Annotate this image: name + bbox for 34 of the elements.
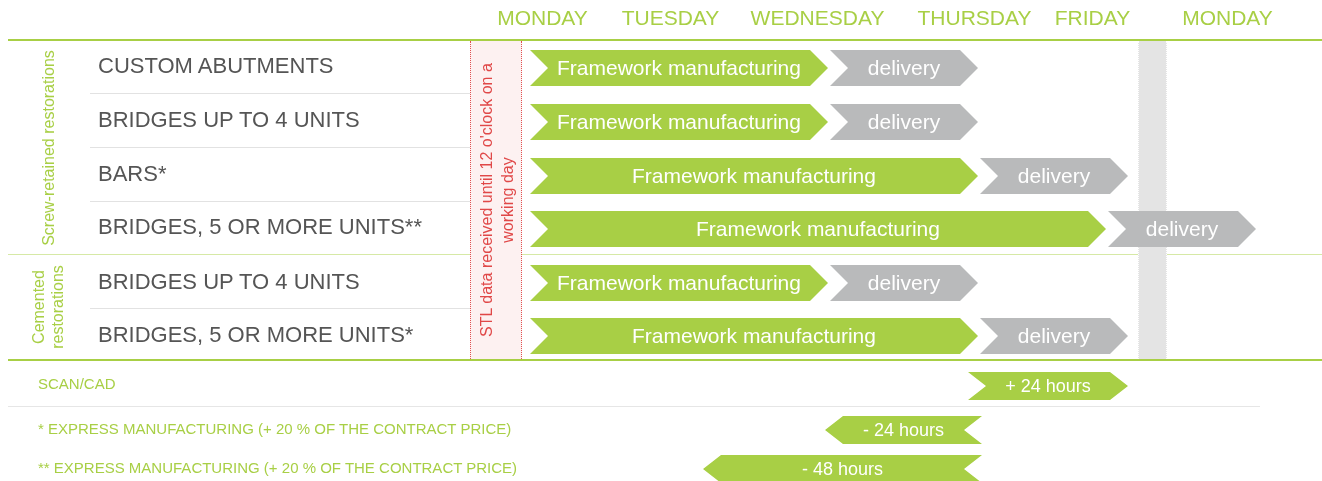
day-label: TUESDAY <box>620 6 721 31</box>
delivery-phase-bar: delivery <box>1108 211 1256 247</box>
manufacturing-phase-bar: Framework manufacturing <box>530 158 978 194</box>
row-label: BARS* <box>98 161 168 188</box>
note-text: ** EXPRESS MANUFACTURING (+ 20 % OF THE CONTRACT PRICE) <box>38 459 519 478</box>
delivery-phase-bar: delivery <box>830 50 978 86</box>
note-text: * EXPRESS MANUFACTURING (+ 20 % OF THE CONTRACT PRICE) <box>38 420 513 439</box>
manufacturing-phase-bar: Framework manufacturing <box>530 211 1106 247</box>
group-label: Cemented restorations <box>29 264 67 351</box>
day-label: MONDAY <box>1181 6 1274 31</box>
time-adjustment-bar: - 48 hours <box>703 455 982 481</box>
row-label: BRIDGES UP TO 4 UNITS <box>98 107 361 134</box>
day-label: WEDNESDAY <box>749 6 886 31</box>
row-label: BRIDGES UP TO 4 UNITS <box>98 269 361 296</box>
day-label: FRIDAY <box>1053 6 1132 31</box>
intake-band <box>470 41 522 359</box>
row-label: CUSTOM ABUTMENTS <box>98 53 335 80</box>
manufacturing-phase-bar: Framework manufacturing <box>530 50 828 86</box>
delivery-phase-bar: delivery <box>980 318 1128 354</box>
band-text: STL data received until 12 o'clock on a working day <box>477 62 517 339</box>
manufacturing-phase-bar: Framework manufacturing <box>530 318 978 354</box>
group-label: Screw-retained restorations <box>38 49 58 248</box>
delivery-phase-bar: delivery <box>830 104 978 140</box>
manufacturing-phase-bar: Framework manufacturing <box>530 265 828 301</box>
day-label: THURSDAY <box>916 6 1033 31</box>
manufacturing-phase-bar: Framework manufacturing <box>530 104 828 140</box>
day-label: MONDAY <box>496 6 589 31</box>
delivery-phase-bar: delivery <box>830 265 978 301</box>
time-adjustment-bar: - 24 hours <box>825 416 982 444</box>
time-adjustment-bar: + 24 hours <box>968 372 1128 400</box>
row-label: BRIDGES, 5 OR MORE UNITS** <box>98 214 423 241</box>
delivery-phase-bar: delivery <box>980 158 1128 194</box>
note-text: SCAN/CAD <box>38 375 117 394</box>
row-label: BRIDGES, 5 OR MORE UNITS* <box>98 322 415 349</box>
